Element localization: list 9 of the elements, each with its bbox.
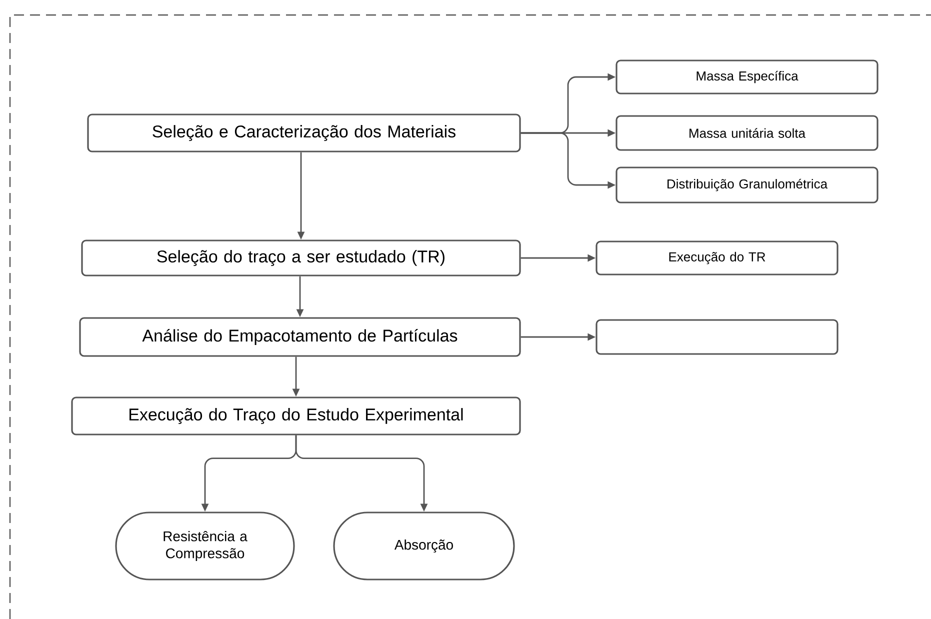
- result-box: Distribuição Granulométrica: [616, 166, 878, 204]
- result-box: Massa unitária solta: [616, 115, 878, 151]
- result-box: [596, 319, 838, 355]
- process-box: Análise do Empacotamento de Partículas: [79, 317, 521, 357]
- process-box: Seleção e Caracterização dos Materiais: [87, 114, 521, 152]
- process-box: Execução do Traço do Estudo Experimental: [71, 396, 521, 436]
- process-box: Seleção do traço a ser estudado (TR): [81, 240, 521, 276]
- result-box: Execução do TR: [596, 240, 838, 276]
- result-box: Massa Específica: [616, 60, 878, 94]
